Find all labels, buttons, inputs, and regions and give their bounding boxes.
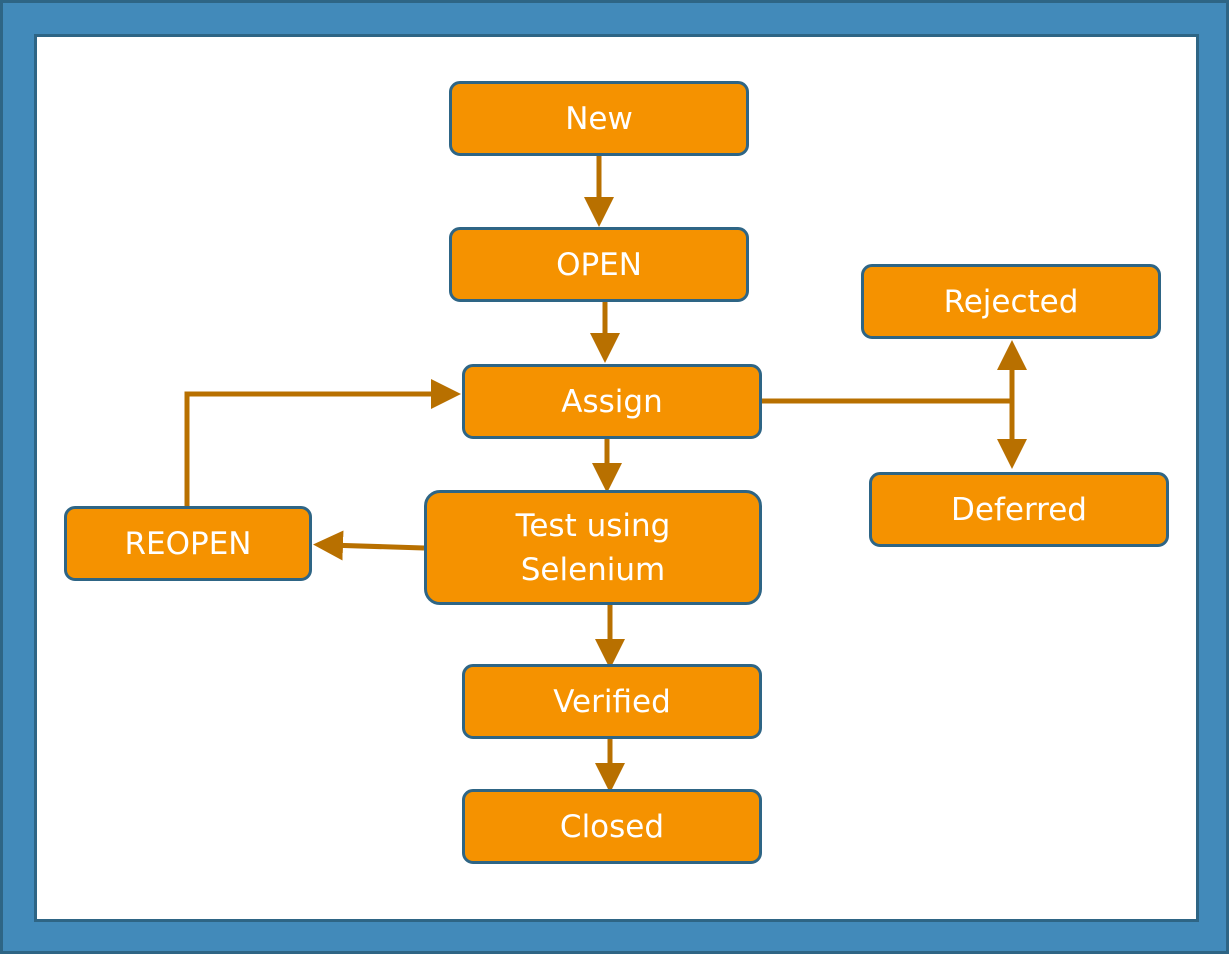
arrow-reopen-assign bbox=[184, 379, 461, 506]
node-deferred: Deferred bbox=[869, 472, 1169, 547]
node-reopen: REOPEN bbox=[64, 506, 312, 581]
arrow-test-reopen bbox=[313, 530, 425, 561]
node-open: OPEN bbox=[449, 227, 749, 302]
node-closed: Closed bbox=[462, 789, 762, 864]
node-new: New bbox=[449, 81, 749, 156]
node-test-selenium: Test using Selenium bbox=[424, 490, 762, 605]
node-assign: Assign bbox=[462, 364, 762, 439]
node-rejected: Rejected bbox=[861, 264, 1161, 339]
node-verified: Verified bbox=[462, 664, 762, 739]
